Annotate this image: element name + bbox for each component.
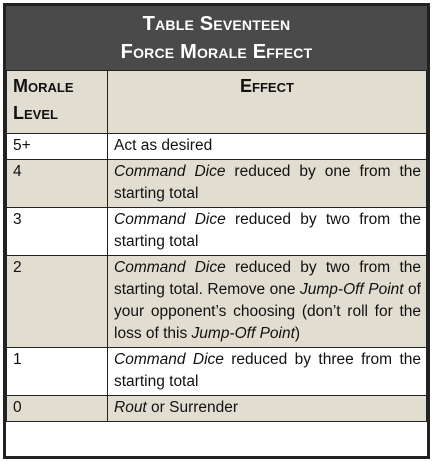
morale-level-cell: 2 xyxy=(6,255,108,348)
effect-term: Command Dice xyxy=(114,163,226,180)
effect-cell: Rout or Surrender xyxy=(107,395,427,422)
effect-term: Command Dice xyxy=(114,259,226,276)
effect-cell: Command Dice reduced by three from the s… xyxy=(107,347,427,396)
effect-text: reduced by one from the starting total xyxy=(114,163,422,202)
effect-term: Jump-Off Point xyxy=(300,281,404,298)
column-header-morale-level: Morale Level xyxy=(6,70,108,134)
effect-text: ) xyxy=(294,325,301,342)
morale-level-cell: 3 xyxy=(6,207,108,256)
table-row: 5+ Act as desired xyxy=(6,133,427,160)
effect-text: reduced by three from the starting total xyxy=(114,351,422,390)
effect-term: Command Dice xyxy=(114,351,224,368)
effect-term: Rout xyxy=(114,399,147,416)
morale-level-cell: 1 xyxy=(6,347,108,396)
table-header-row: Morale Level Effect xyxy=(6,70,427,134)
effect-cell: Command Dice reduced by one from the sta… xyxy=(107,159,427,208)
effect-cell: Act as desired xyxy=(107,133,427,160)
morale-level-cell: 0 xyxy=(6,395,108,422)
morale-level-cell: 4 xyxy=(6,159,108,208)
table-title: Table Seventeen Force Morale Effect xyxy=(6,6,427,70)
morale-level-cell: 5+ xyxy=(6,133,108,160)
effect-text: of your opponent’s choosing (don’t roll … xyxy=(114,281,421,342)
effect-cell: Command Dice reduced by two from the sta… xyxy=(107,255,427,348)
table-title-line-1: Table Seventeen xyxy=(142,13,291,35)
table-title-line-2: Force Morale Effect xyxy=(120,41,313,63)
column-header-effect: Effect xyxy=(107,70,427,134)
morale-table-panel: Table Seventeen Force Morale Effect Mora… xyxy=(3,3,430,459)
effect-text: or Surrender xyxy=(146,399,239,416)
effect-term: Command Dice xyxy=(114,211,226,228)
effect-cell: Command Dice reduced by two from the sta… xyxy=(107,207,427,256)
effect-text: reduced by two from the starting total. … xyxy=(114,259,421,298)
effect-text: reduced by two from the starting total xyxy=(114,211,421,250)
effect-text: Act as desired xyxy=(114,137,213,154)
effect-term: Jump-Off Point xyxy=(191,325,295,342)
